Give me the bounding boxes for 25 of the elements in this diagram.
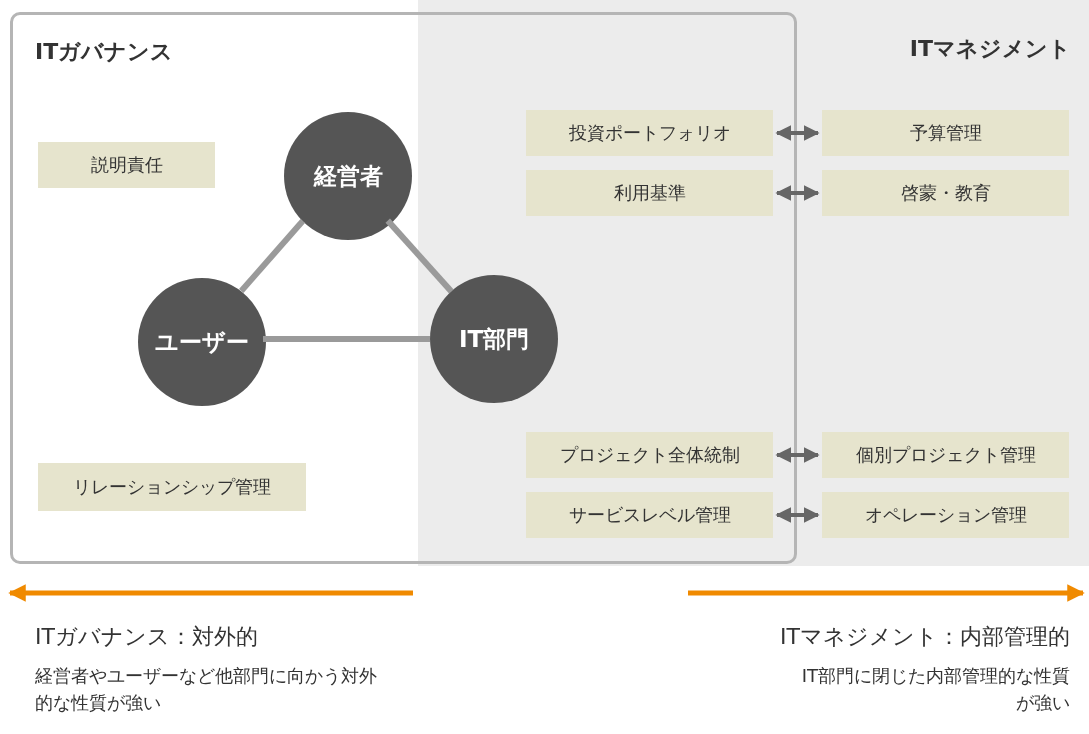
panel-title: ITガバナンス: [35, 38, 174, 66]
label-box: プロジェクト全体統制: [526, 432, 773, 478]
label-box: 啓蒙・教育: [822, 170, 1069, 216]
double-arrow: [775, 447, 820, 463]
double-arrow: [775, 507, 820, 523]
double-arrow: [775, 185, 820, 201]
label-box: サービスレベル管理: [526, 492, 773, 538]
label-box: 投資ポートフォリオ: [526, 110, 773, 156]
role-circle: ユーザー: [138, 278, 266, 406]
connector-line: [385, 218, 454, 294]
section-heading: ITマネジメント：内部管理的: [779, 623, 1070, 651]
description-text: IT部門に閉じた内部管理的な性質が強い: [800, 664, 1070, 715]
panel-title: ITマネジメント: [909, 35, 1071, 63]
double-arrow: [775, 125, 820, 141]
label-box: 利用基準: [526, 170, 773, 216]
label-box: 予算管理: [822, 110, 1069, 156]
role-circle: 経営者: [284, 112, 412, 240]
label-box: リレーションシップ管理: [38, 463, 306, 511]
description-text: 経営者やユーザーなど他部門に向かう対外的な性質が強い: [35, 664, 378, 715]
label-box: 個別プロジェクト管理: [822, 432, 1069, 478]
label-box: 説明責任: [38, 142, 215, 188]
label-box: オペレーション管理: [822, 492, 1069, 538]
section-heading: ITガバナンス：対外的: [35, 623, 259, 651]
connector-line: [239, 219, 305, 293]
connector-line: [263, 336, 430, 342]
